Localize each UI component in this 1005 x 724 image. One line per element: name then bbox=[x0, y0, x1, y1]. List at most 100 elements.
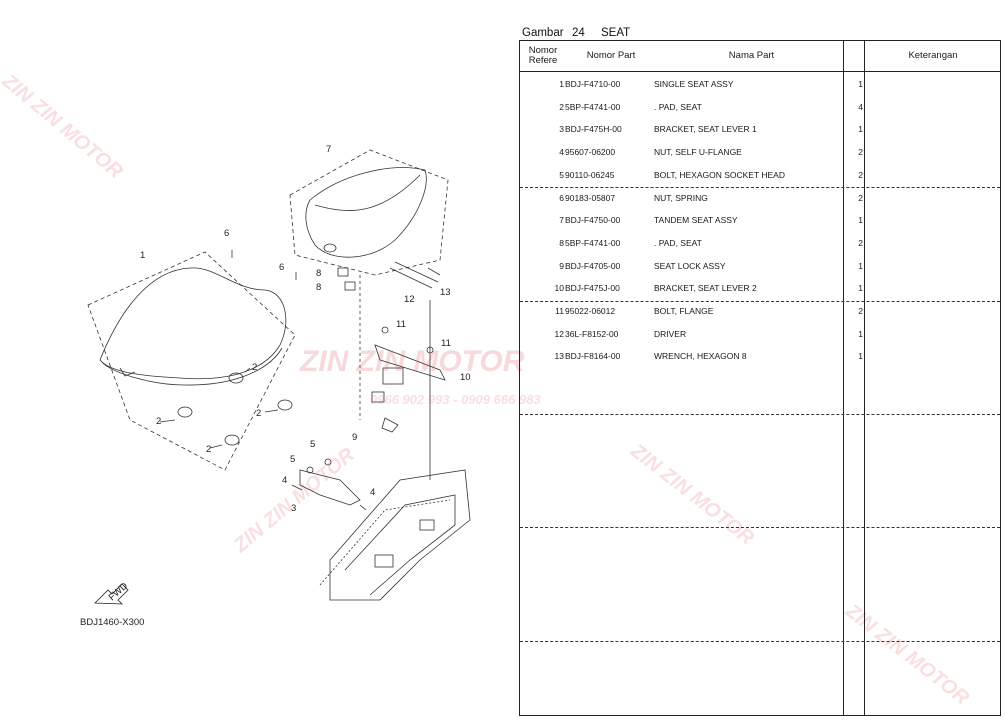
callout-numbers: 1 7 6 6 8 8 12 13 11 11 10 2 2 2 2 9 5 5… bbox=[140, 144, 471, 514]
part-number-cell: BDJ-F475H-00 bbox=[565, 124, 622, 135]
quantity-cell: 1 bbox=[858, 351, 863, 362]
ref-cell: 4 bbox=[559, 147, 564, 158]
quantity-cell: 2 bbox=[858, 237, 863, 248]
part-number-cell: BDJ-F8164-00 bbox=[565, 351, 621, 362]
diagram-code: BDJ1460-X300 bbox=[80, 617, 145, 628]
header-note: Keterangan bbox=[908, 50, 958, 61]
svg-text:8: 8 bbox=[316, 282, 321, 293]
single-seat bbox=[99, 267, 287, 380]
seat-lever-bracket-1 bbox=[299, 469, 361, 506]
svg-text:8: 8 bbox=[316, 268, 321, 279]
ref-cell: 7 bbox=[559, 215, 564, 226]
part-number-cell: 90183-05807 bbox=[565, 192, 616, 203]
part-number-cell: 5BP-F4741-00 bbox=[565, 101, 621, 112]
caption-title: SEAT bbox=[601, 27, 631, 39]
seat-group-box bbox=[87, 251, 296, 471]
part-name-cell: NUT, SELF U-FLANGE bbox=[654, 147, 742, 158]
svg-text:4: 4 bbox=[282, 475, 287, 486]
svg-text:5: 5 bbox=[290, 454, 295, 465]
part-name-cell: . PAD, SEAT bbox=[654, 237, 702, 248]
quantity-cell: 2 bbox=[858, 192, 863, 203]
svg-text:2: 2 bbox=[256, 408, 261, 419]
quantity-cell: 4 bbox=[858, 101, 863, 112]
part-name-cell: BOLT, HEXAGON SOCKET HEAD bbox=[654, 169, 785, 180]
svg-text:2: 2 bbox=[252, 362, 257, 373]
part-name-cell: WRENCH, HEXAGON 8 bbox=[654, 351, 747, 362]
part-number-cell: 95607-06200 bbox=[565, 147, 616, 158]
quantity-cell: 1 bbox=[858, 124, 863, 135]
ref-cell: 2 bbox=[559, 101, 564, 112]
seat-exploded-diagram: FWD 1 7 6 6 8 8 12 13 11 11 10 2 2 2 2 9… bbox=[87, 144, 471, 605]
part-number-cell: BDJ-F4750-00 bbox=[565, 215, 621, 226]
svg-text:7: 7 bbox=[326, 144, 331, 155]
part-name-cell: TANDEM SEAT ASSY bbox=[654, 215, 738, 226]
part-name-cell: DRIVER bbox=[654, 328, 687, 339]
part-name-cell: SEAT LOCK ASSY bbox=[654, 260, 726, 271]
header-qty bbox=[843, 41, 864, 71]
fwd-arrow bbox=[94, 583, 129, 605]
part-number-cell: BDJ-F475J-00 bbox=[565, 283, 620, 294]
svg-text:5: 5 bbox=[310, 439, 315, 450]
part-number-cell: 36L-F8152-00 bbox=[565, 328, 619, 339]
svg-text:6: 6 bbox=[279, 262, 284, 273]
quantity-cell: 1 bbox=[858, 283, 863, 294]
part-number-cell: 90110-06245 bbox=[565, 169, 615, 180]
part-name-cell: BRACKET, SEAT LEVER 2 bbox=[654, 283, 757, 294]
ref-cell: 5 bbox=[559, 169, 564, 180]
quantity-cell: 1 bbox=[858, 215, 863, 226]
svg-text:9: 9 bbox=[352, 432, 357, 443]
quantity-cell: 1 bbox=[858, 328, 863, 339]
svg-text:2: 2 bbox=[156, 416, 161, 427]
part-name-cell: BOLT, FLANGE bbox=[654, 306, 714, 316]
quantity-cell: 2 bbox=[858, 169, 863, 180]
svg-text:3: 3 bbox=[291, 503, 296, 514]
ref-cell: 3 bbox=[559, 124, 564, 135]
ref-cell: 13 bbox=[554, 351, 564, 362]
svg-text:10: 10 bbox=[460, 372, 471, 383]
part-number-cell: BDJ-F4710-00 bbox=[565, 79, 621, 89]
svg-text:6: 6 bbox=[224, 228, 229, 239]
part-number-cell: 5BP-F4741-00 bbox=[565, 237, 621, 248]
part-name-cell: SINGLE SEAT ASSY bbox=[654, 79, 734, 89]
caption-word: Gambar bbox=[522, 27, 564, 39]
header-name: Nama Part bbox=[728, 50, 775, 61]
caption-number: 24 bbox=[572, 27, 585, 39]
ref-cell: 1 bbox=[559, 79, 564, 89]
svg-text:1: 1 bbox=[140, 250, 145, 261]
part-number-cell: BDJ-F4705-00 bbox=[565, 260, 621, 271]
quantity-cell: 1 bbox=[858, 79, 863, 89]
ref-cell: 11 bbox=[555, 306, 564, 316]
header-part: Nomor Part bbox=[586, 50, 636, 61]
parts-table: Nomor Refere Nomor Part Nama Part Ketera… bbox=[519, 40, 1001, 716]
svg-text:4: 4 bbox=[370, 487, 375, 498]
svg-text:13: 13 bbox=[440, 287, 451, 298]
figure-caption: Gambar 24 SEAT bbox=[522, 27, 630, 39]
part-name-cell: . PAD, SEAT bbox=[654, 101, 702, 112]
seat-lever-bracket-2 bbox=[374, 344, 446, 381]
part-name-cell: BRACKET, SEAT LEVER 1 bbox=[654, 124, 757, 135]
frame-rail bbox=[329, 469, 471, 601]
part-number-cell: 95022-06012 bbox=[565, 306, 616, 316]
ref-cell: 6 bbox=[559, 192, 564, 203]
header-ref: Nomor Refere bbox=[528, 45, 558, 66]
svg-text:2: 2 bbox=[206, 444, 211, 455]
ref-cell: 12 bbox=[554, 328, 564, 339]
svg-text:12: 12 bbox=[404, 294, 415, 305]
quantity-cell: 2 bbox=[858, 147, 863, 158]
svg-text:11: 11 bbox=[441, 338, 451, 349]
quantity-cell: 1 bbox=[858, 260, 863, 271]
svg-text:11: 11 bbox=[396, 319, 406, 330]
